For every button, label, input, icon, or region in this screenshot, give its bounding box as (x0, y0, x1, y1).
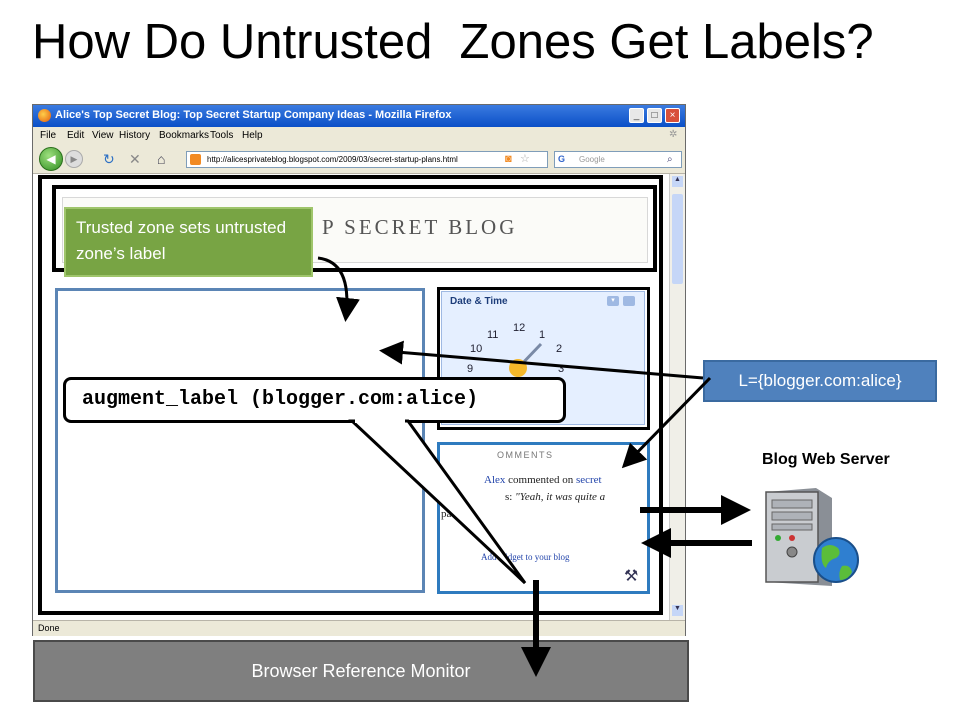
clock-number: 1 (539, 329, 545, 341)
search-icon[interactable]: ⌕ (667, 154, 673, 165)
close-button[interactable]: × (665, 108, 680, 123)
reload-icon[interactable]: ↻ (103, 151, 115, 167)
menu-help[interactable]: Help (242, 130, 263, 141)
comment-line: Alex commented on secret (484, 474, 602, 486)
widget-restore-icon[interactable] (623, 296, 635, 306)
minimize-button[interactable]: _ (629, 108, 644, 123)
url-input[interactable]: http://alicesprivateblog.blogspot.com/20… (186, 151, 548, 168)
clock-number: 11 (487, 329, 498, 341)
search-placeholder: Google (579, 155, 605, 164)
blog-title: P SECRET BLOG (322, 215, 518, 239)
comment-text: s: (505, 491, 516, 503)
scroll-thumb[interactable] (672, 194, 683, 284)
forward-icon[interactable]: ▶ (65, 150, 83, 168)
menu-bookmarks[interactable]: Bookmarks (159, 130, 210, 141)
menu-view[interactable]: View (92, 130, 114, 141)
comment-line: s: "Yeah, it was quite a (505, 491, 605, 503)
tools-icon[interactable]: ⚒ (624, 568, 639, 585)
comment-post-link[interactable]: secret (575, 474, 602, 486)
label-box: L={blogger.com:alice} (703, 360, 937, 402)
comment-text: commented on (505, 474, 576, 486)
server-label: Blog Web Server (762, 451, 890, 468)
comments-heading: OMMENTS (497, 450, 554, 460)
server-icon (765, 488, 859, 586)
trusted-zone-callout: Trusted zone sets untrusted zone’s label (64, 207, 313, 277)
status-text: Done (38, 623, 60, 633)
slide-title: How Do Untrusted Zones Get Labels? (32, 15, 874, 69)
scrollbar[interactable]: ▲ ▼ (669, 174, 685, 620)
url-text: http://alicesprivateblog.blogspot.com/20… (207, 155, 458, 164)
comment-author-link[interactable]: Alex (484, 474, 506, 486)
browser-reference-monitor: Browser Reference Monitor (33, 640, 689, 702)
widget-title: Date & Time (450, 296, 508, 307)
stop-icon[interactable]: ✕ (129, 151, 141, 167)
clock-number: 9 (467, 363, 473, 375)
untrusted-zone (55, 288, 425, 593)
star-icon[interactable]: ☆ (520, 153, 530, 165)
firefox-icon (38, 109, 51, 122)
clock-number: 3 (558, 363, 564, 375)
search-input[interactable]: G Google ⌕ (554, 151, 682, 168)
clock-number: 12 (513, 322, 525, 334)
power-led (775, 535, 781, 541)
menu-tools[interactable]: Tools (210, 130, 234, 141)
drive-bay (771, 511, 813, 521)
blogger-favicon-icon (190, 154, 201, 165)
augment-label-call: augment_label (blogger.com:alice) (63, 377, 566, 423)
globe-icon (813, 537, 859, 583)
activity-led (789, 535, 795, 541)
menu-file[interactable]: File (40, 130, 57, 141)
add-widget-link[interactable]: Add widget to your blog (481, 552, 570, 562)
throbber-icon: ✲ (669, 129, 678, 140)
maximize-button[interactable]: □ (647, 108, 662, 123)
drive-bay (771, 523, 813, 531)
clock-number: 2 (556, 343, 562, 355)
clock-center (509, 359, 527, 377)
comment-quote: "Yeah, it was quite a (515, 491, 606, 503)
window-title: Alice's Top Secret Blog: Top Secret Star… (55, 109, 452, 121)
scroll-down-icon[interactable]: ▼ (672, 605, 683, 616)
google-icon: G (558, 154, 566, 164)
power-button-icon (786, 546, 798, 558)
comments-widget-zone (437, 442, 650, 594)
rss-icon[interactable]: ◙ (505, 153, 512, 165)
menu-bar: File Edit View History Bookmarks Tools H… (33, 127, 685, 145)
comment-line: pa (441, 508, 452, 520)
home-icon[interactable]: ⌂ (157, 151, 166, 167)
widget-dropdown-icon[interactable]: ▾ (607, 296, 619, 306)
menu-edit[interactable]: Edit (67, 130, 85, 141)
window-titlebar[interactable]: Alice's Top Secret Blog: Top Secret Star… (33, 105, 685, 127)
status-bar: Done (33, 620, 685, 636)
back-icon[interactable]: ◀ (39, 147, 63, 171)
clock-number: 10 (470, 343, 482, 355)
drive-bay (771, 499, 813, 509)
scroll-up-icon[interactable]: ▲ (672, 176, 683, 187)
menu-history[interactable]: History (119, 130, 151, 141)
nav-toolbar: ◀ ▶ ↻ ✕ ⌂ http://alicesprivateblog.blogs… (33, 145, 685, 174)
